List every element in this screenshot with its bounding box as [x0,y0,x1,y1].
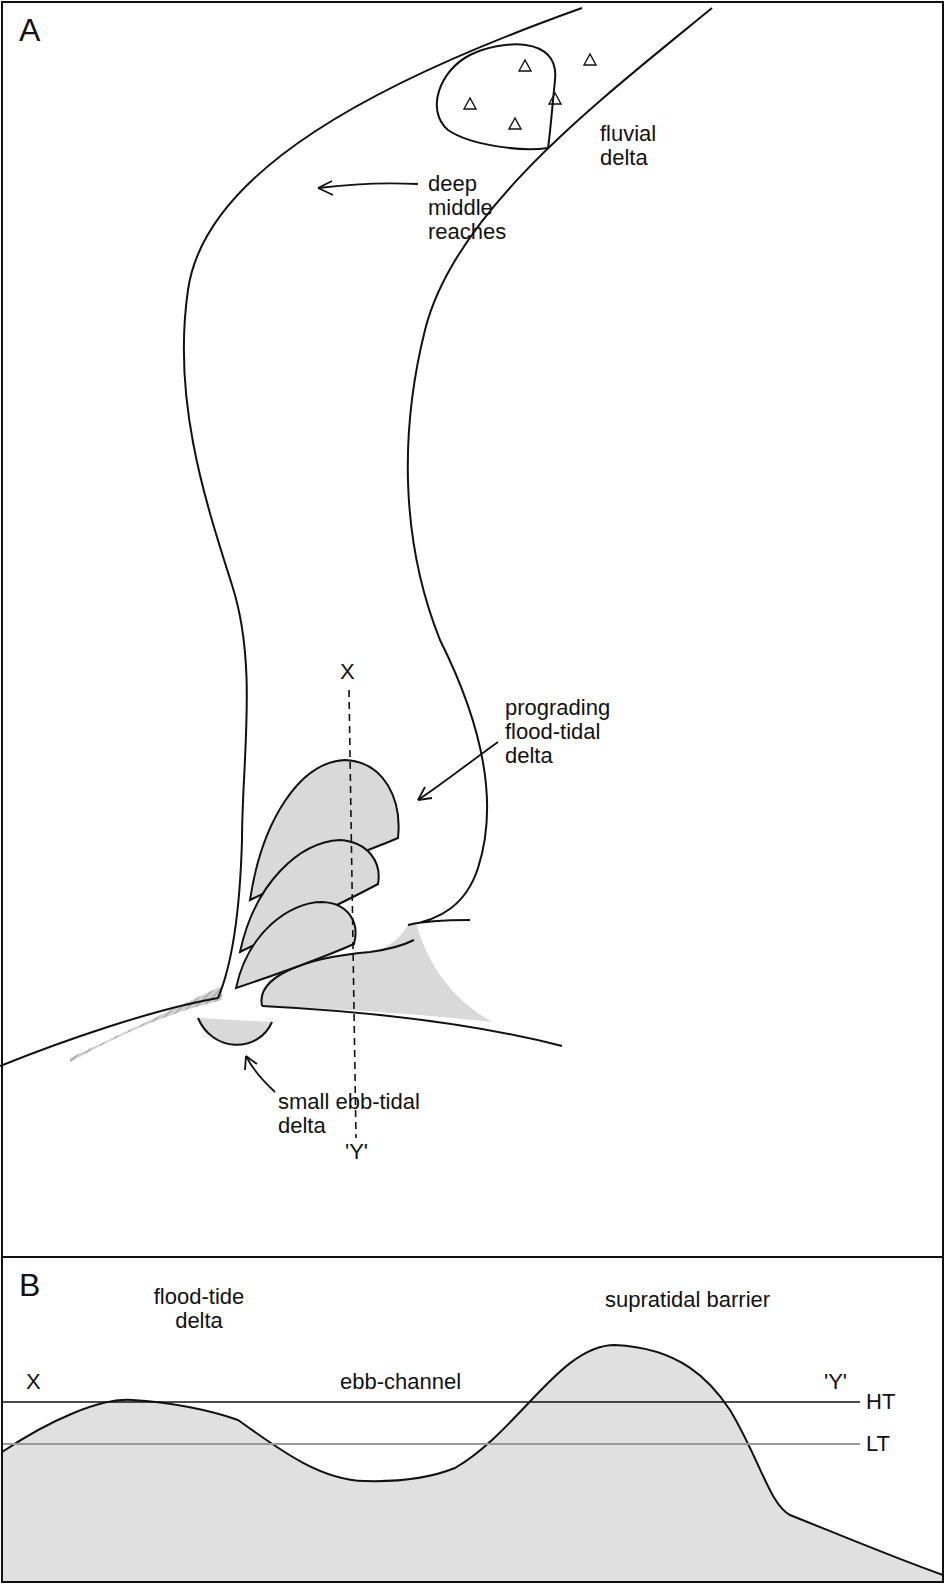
diagram-label: 'Y' [824,1370,864,1394]
diagram-label: LT [866,1432,916,1456]
panel-frame: B [1,1256,944,1583]
diagram-label: 'Y' [345,1140,385,1164]
diagram-label: X [26,1370,56,1394]
diagram-label: prograding flood-tidal delta [505,696,623,768]
diagram-label: flood-tide delta [140,1285,258,1333]
panel-letter: A [19,13,40,47]
section-line [349,690,356,1138]
callout-arrows [245,181,498,1092]
diagram-label: deep middle reaches [428,172,523,244]
ebb-delta-outline [198,1018,272,1045]
coastline [262,1006,562,1046]
diagram-label: HT [866,1390,916,1414]
left-bank [184,8,582,998]
delta-lobe [236,902,356,988]
right-bank [408,8,712,925]
diagram-label: ebb-channel [340,1370,490,1394]
hatched-shore [70,986,222,1062]
panel-letter: B [19,1268,40,1302]
fluvial-delta-outline [437,44,555,149]
diagram-label: fluvial delta [600,122,678,170]
diagram-label: supratidal barrier [605,1288,805,1312]
cross-section-profile [2,1345,943,1582]
diagram-label: small ebb-tidal delta [278,1090,428,1138]
high-tide-line [2,1401,860,1403]
coastline [0,998,218,1066]
ebb-delta-fill [198,1018,272,1045]
low-tide-line [2,1443,860,1445]
diagram-label: X [340,660,370,684]
